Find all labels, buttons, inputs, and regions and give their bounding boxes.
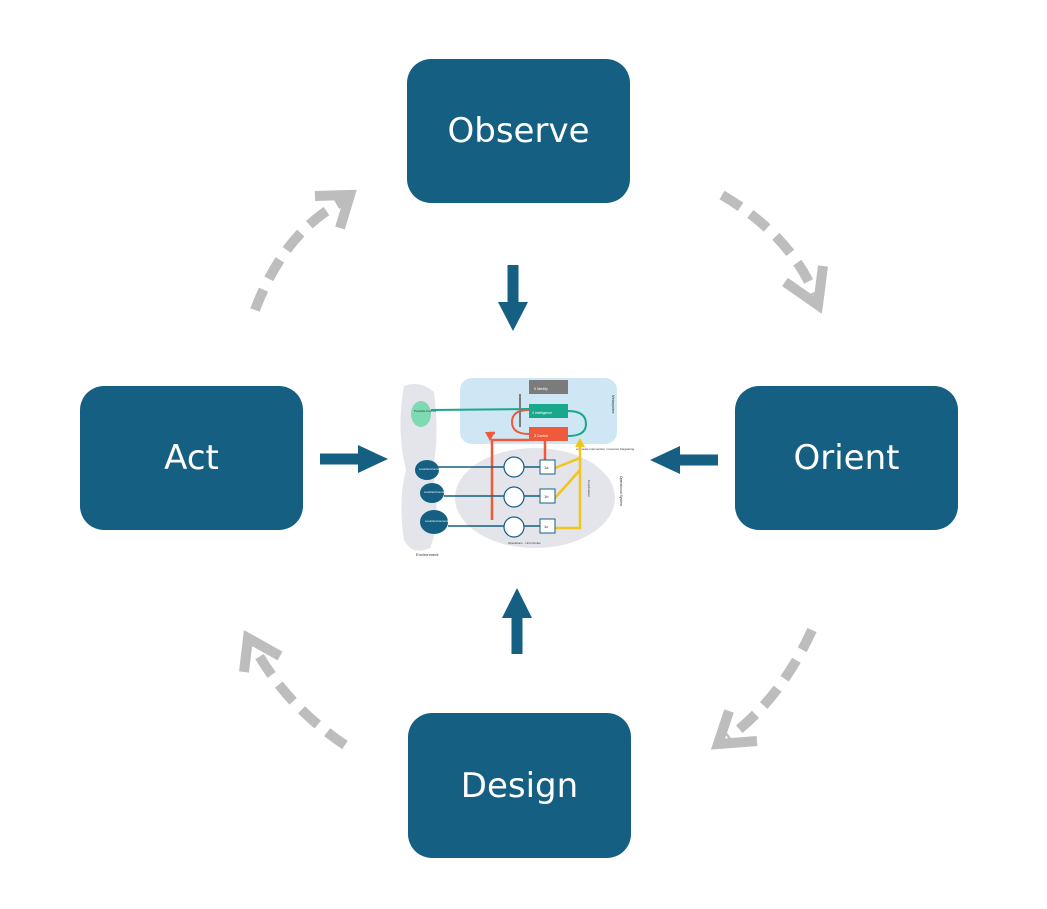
possible-futures-label: Possible Futures (414, 409, 437, 413)
possible-futures-blob (411, 401, 431, 427)
dashed-arrow-observe-to-orient (719, 190, 820, 297)
observe-label: Observe (447, 111, 590, 151)
system5-label: 5 Identity (534, 387, 548, 391)
dashed-arrow-orient-to-design (725, 627, 817, 743)
arrow-design-to-center (502, 588, 532, 654)
orient-label: Orient (793, 438, 900, 478)
dashed-arrowhead-3 (710, 709, 758, 750)
operational-system-label: Operational System (619, 476, 623, 506)
dashed-arrow-act-to-observe (250, 195, 348, 312)
observe-box[interactable]: Observe (407, 59, 630, 203)
arrow-act-to-center (320, 445, 388, 473)
system3-label: 3 Control (534, 434, 548, 438)
dashed-arrowhead-2 (782, 265, 828, 314)
unit-1c: 1c (544, 524, 548, 529)
dashed-arrowhead-4 (239, 629, 283, 673)
operational-area (455, 448, 615, 548)
dashed-arrow-design-to-act (248, 642, 348, 750)
metasystem-label: Metasystem (611, 395, 615, 413)
local-env-1: Local Environment (419, 467, 442, 471)
unit-1b: 1b (544, 494, 549, 499)
coordination-label: Coordination (587, 480, 591, 497)
environment-label: Environment (416, 552, 439, 557)
system4-label: 4 Intelligence (532, 411, 552, 415)
system3-box (529, 427, 568, 441)
local-env-2: Local Environment (424, 490, 447, 494)
design-box[interactable]: Design (408, 713, 631, 858)
corporate-note: corporate intervention / resource bargai… (576, 447, 634, 451)
orient-box[interactable]: Orient (735, 386, 958, 530)
local-env-3: Local Environment (425, 519, 448, 523)
act-label: Act (164, 438, 219, 478)
system4-box (529, 404, 568, 418)
arrow-observe-to-center (498, 265, 528, 331)
operations-label: Operations · Unit Circles (508, 541, 541, 545)
system5-box (529, 380, 568, 394)
arrow-orient-to-center (650, 446, 718, 474)
design-label: Design (460, 765, 579, 806)
unit-1a: 1a (544, 465, 549, 470)
act-box[interactable]: Act (80, 386, 303, 530)
dashed-arrowhead-1 (314, 189, 357, 230)
